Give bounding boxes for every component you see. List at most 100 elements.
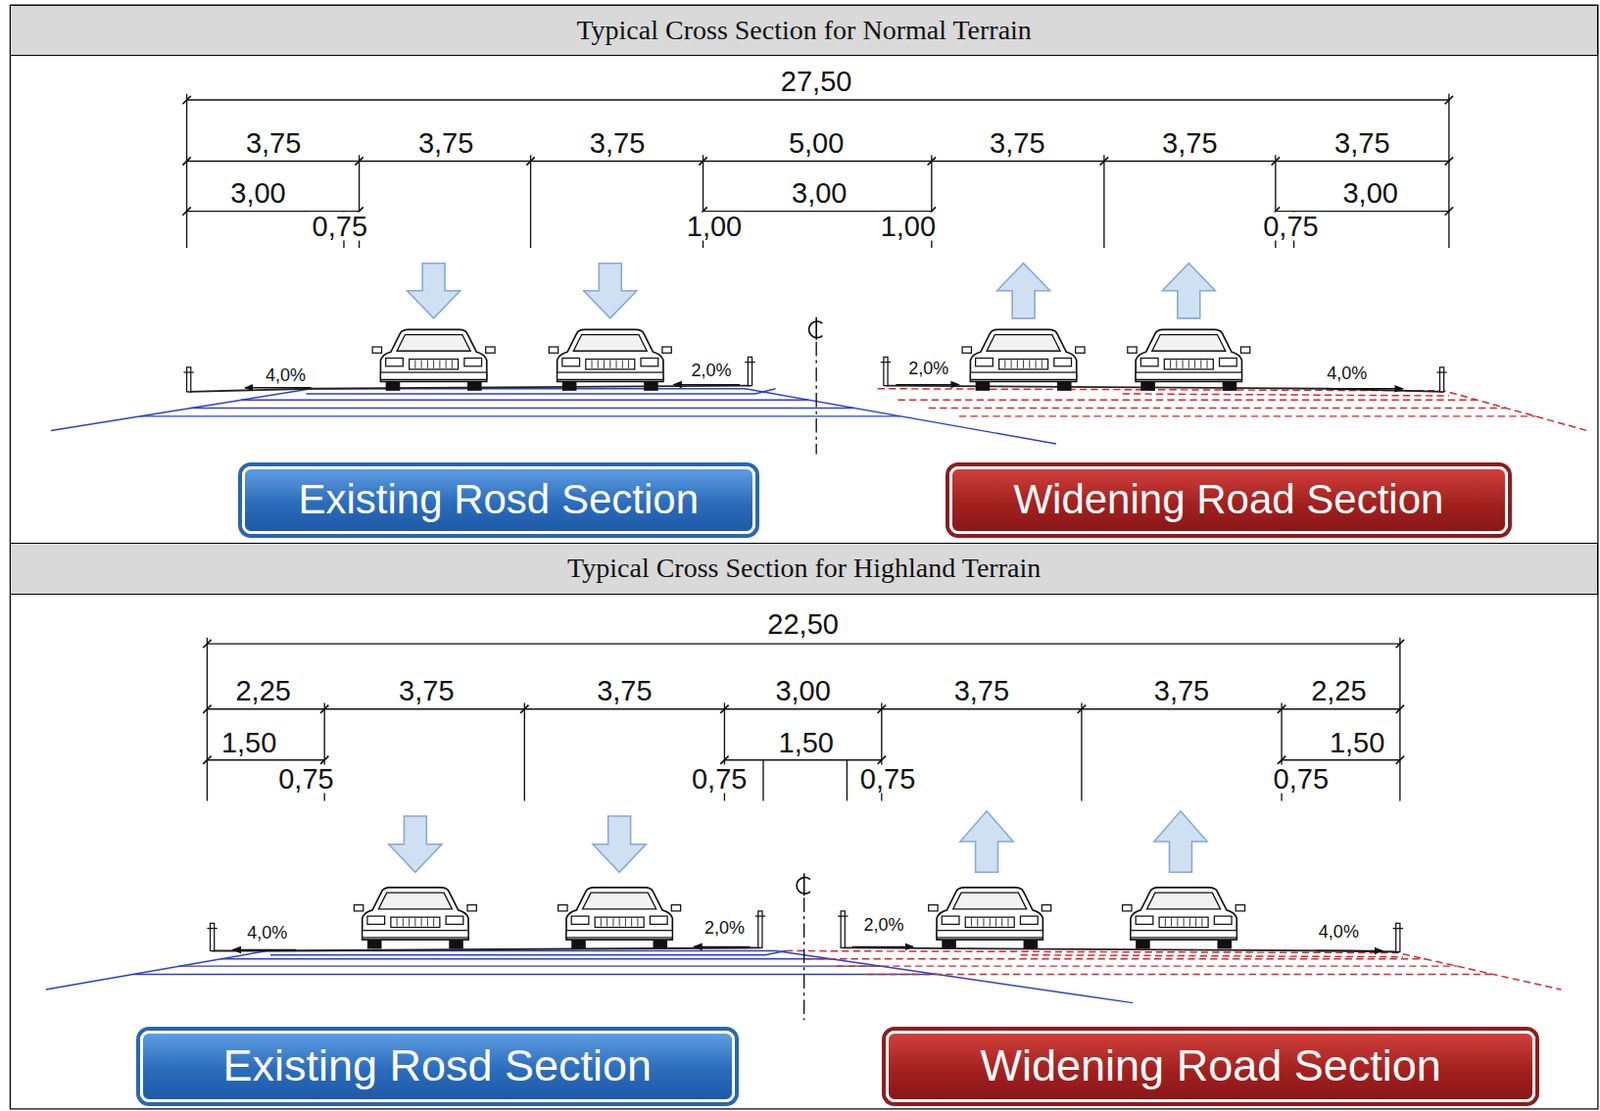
traffic-direction-arrow <box>407 263 461 319</box>
existing-embankment <box>220 958 832 960</box>
car-grille-bar <box>600 918 602 926</box>
header-text: Typical Cross Section for Highland Terra… <box>567 553 1041 584</box>
car-grille-bar <box>1183 918 1185 926</box>
car-grille-bar <box>445 360 447 369</box>
car-windshield <box>378 892 452 910</box>
car-light <box>1219 358 1238 367</box>
guardrail-rail <box>837 915 848 917</box>
car-windshield <box>582 892 657 910</box>
car-light <box>386 358 404 367</box>
car-grille-bar <box>612 918 614 926</box>
dimension-tick <box>1445 206 1454 215</box>
car-grille-bar <box>451 360 453 369</box>
car-mirror <box>372 346 382 353</box>
car-grille <box>1163 359 1213 370</box>
dimension-line <box>187 160 1450 162</box>
car-grille-bar <box>636 918 638 926</box>
car-bumper <box>969 372 1076 380</box>
dimension-label: 3,75 <box>396 676 456 705</box>
guardrail-rail <box>206 927 217 929</box>
car-grille-bar <box>1164 918 1166 926</box>
car-grille-bar <box>1194 360 1196 369</box>
car-light <box>1140 358 1159 367</box>
car-grille <box>965 917 1015 927</box>
car-body <box>936 887 1043 940</box>
car-grille-bar <box>625 918 627 926</box>
dimension-tick <box>182 206 191 215</box>
car-grille-bar <box>995 918 997 926</box>
dimension-tick <box>1445 156 1454 165</box>
car-grille-bar <box>619 918 621 926</box>
guardrail-rail <box>1436 371 1447 373</box>
guardrail-post <box>1396 922 1401 952</box>
guardrail-post <box>187 367 192 392</box>
car-grille-bar <box>1011 360 1013 369</box>
car-light <box>1054 358 1072 367</box>
dimension-tick <box>202 639 211 648</box>
dimension-tick <box>720 705 728 714</box>
dimension-line <box>206 759 325 761</box>
existing-embankment <box>133 973 937 975</box>
car-bumper <box>1130 930 1237 938</box>
road-surface <box>842 947 1399 952</box>
slope-label: 2,0% <box>688 361 733 380</box>
slope-label: 2,0% <box>861 916 906 934</box>
dimension-line <box>206 708 1400 710</box>
dimension-tick <box>320 705 329 714</box>
car-body <box>969 329 1076 382</box>
guardrail-post <box>883 356 888 386</box>
dimension-label: 3,00 <box>228 178 288 207</box>
car-grille <box>594 917 644 927</box>
car-grille-bar <box>970 918 972 926</box>
car-grille <box>390 917 440 927</box>
car-grille-bar <box>1028 360 1030 369</box>
car-body <box>362 887 469 940</box>
car-bumper <box>936 930 1043 938</box>
traffic-direction-arrow <box>960 811 1014 873</box>
car-light <box>941 916 960 924</box>
car-light <box>649 916 668 924</box>
car-grille <box>585 359 635 370</box>
dimension-label: 1,50 <box>1327 728 1387 758</box>
dimension-label: 3,00 <box>773 676 832 705</box>
car-grille-bar <box>438 360 440 369</box>
car-mirror <box>1127 346 1137 353</box>
car <box>558 887 681 949</box>
car-grille-bar <box>1175 360 1177 369</box>
dimension-tick <box>1445 96 1454 104</box>
car-windshield <box>1152 335 1226 352</box>
car-mirror <box>1041 905 1051 912</box>
existing-embankment <box>50 388 1057 444</box>
dimension-line <box>724 759 881 761</box>
dimension-tick <box>877 756 886 765</box>
car-light <box>975 358 994 367</box>
slope-arrow <box>244 387 312 388</box>
car-mirror <box>558 905 568 912</box>
section-header: Typical Cross Section for Highland Terra… <box>9 542 1599 595</box>
extension-line <box>1448 94 1450 248</box>
car-body <box>557 329 664 382</box>
car-grille-bar <box>1188 360 1190 369</box>
car-grille-bar <box>630 918 632 926</box>
dimension-label: 3,75 <box>952 676 1012 705</box>
car-grille-bar <box>1201 918 1203 926</box>
dimension-line <box>206 642 1400 644</box>
dimension-label: 3,75 <box>1160 128 1219 157</box>
car-grille-bar <box>408 918 410 926</box>
dimension-tick <box>202 756 211 765</box>
slope-arrow <box>673 384 740 386</box>
dimension-tick <box>520 705 529 714</box>
dimension-tick <box>526 156 534 165</box>
traffic-direction-arrow <box>592 816 646 873</box>
widening-embankment <box>877 388 1588 432</box>
extension-line <box>1080 702 1082 801</box>
section-label: Widening Road Section <box>980 1041 1442 1091</box>
car-grille-bar <box>396 918 398 926</box>
car-grille-bar <box>427 918 429 926</box>
dimension-label: 3,00 <box>1340 178 1400 207</box>
dimension-label: 3,75 <box>243 128 303 157</box>
car-bumper <box>362 930 469 938</box>
car-bumper <box>566 930 673 938</box>
dimension-label: 3,75 <box>587 128 647 157</box>
